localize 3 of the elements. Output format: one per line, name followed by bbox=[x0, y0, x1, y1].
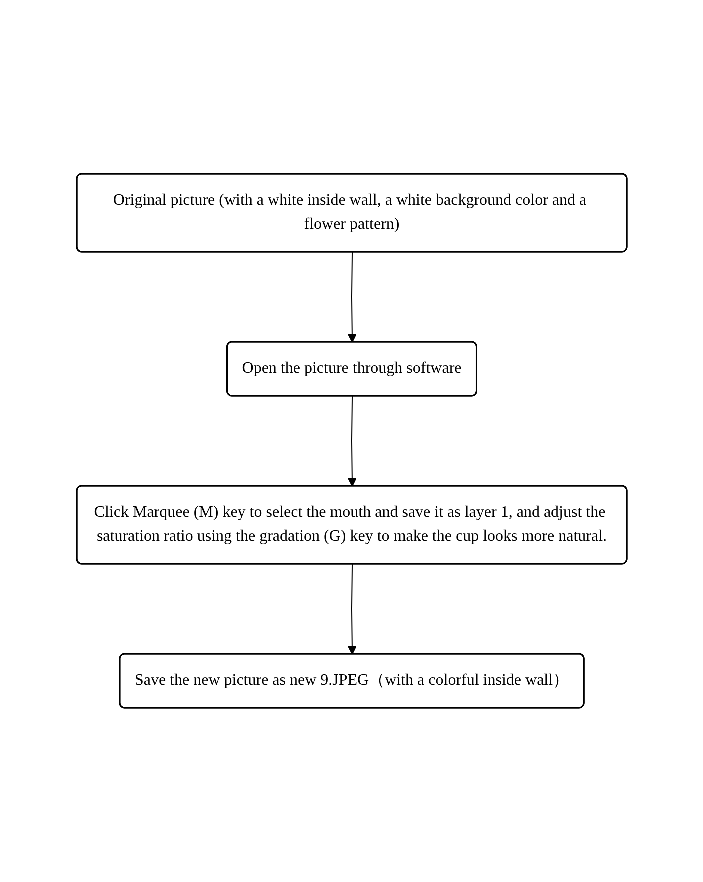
arrow bbox=[348, 252, 356, 343]
arrow bbox=[348, 396, 356, 487]
arrow bbox=[348, 564, 356, 655]
